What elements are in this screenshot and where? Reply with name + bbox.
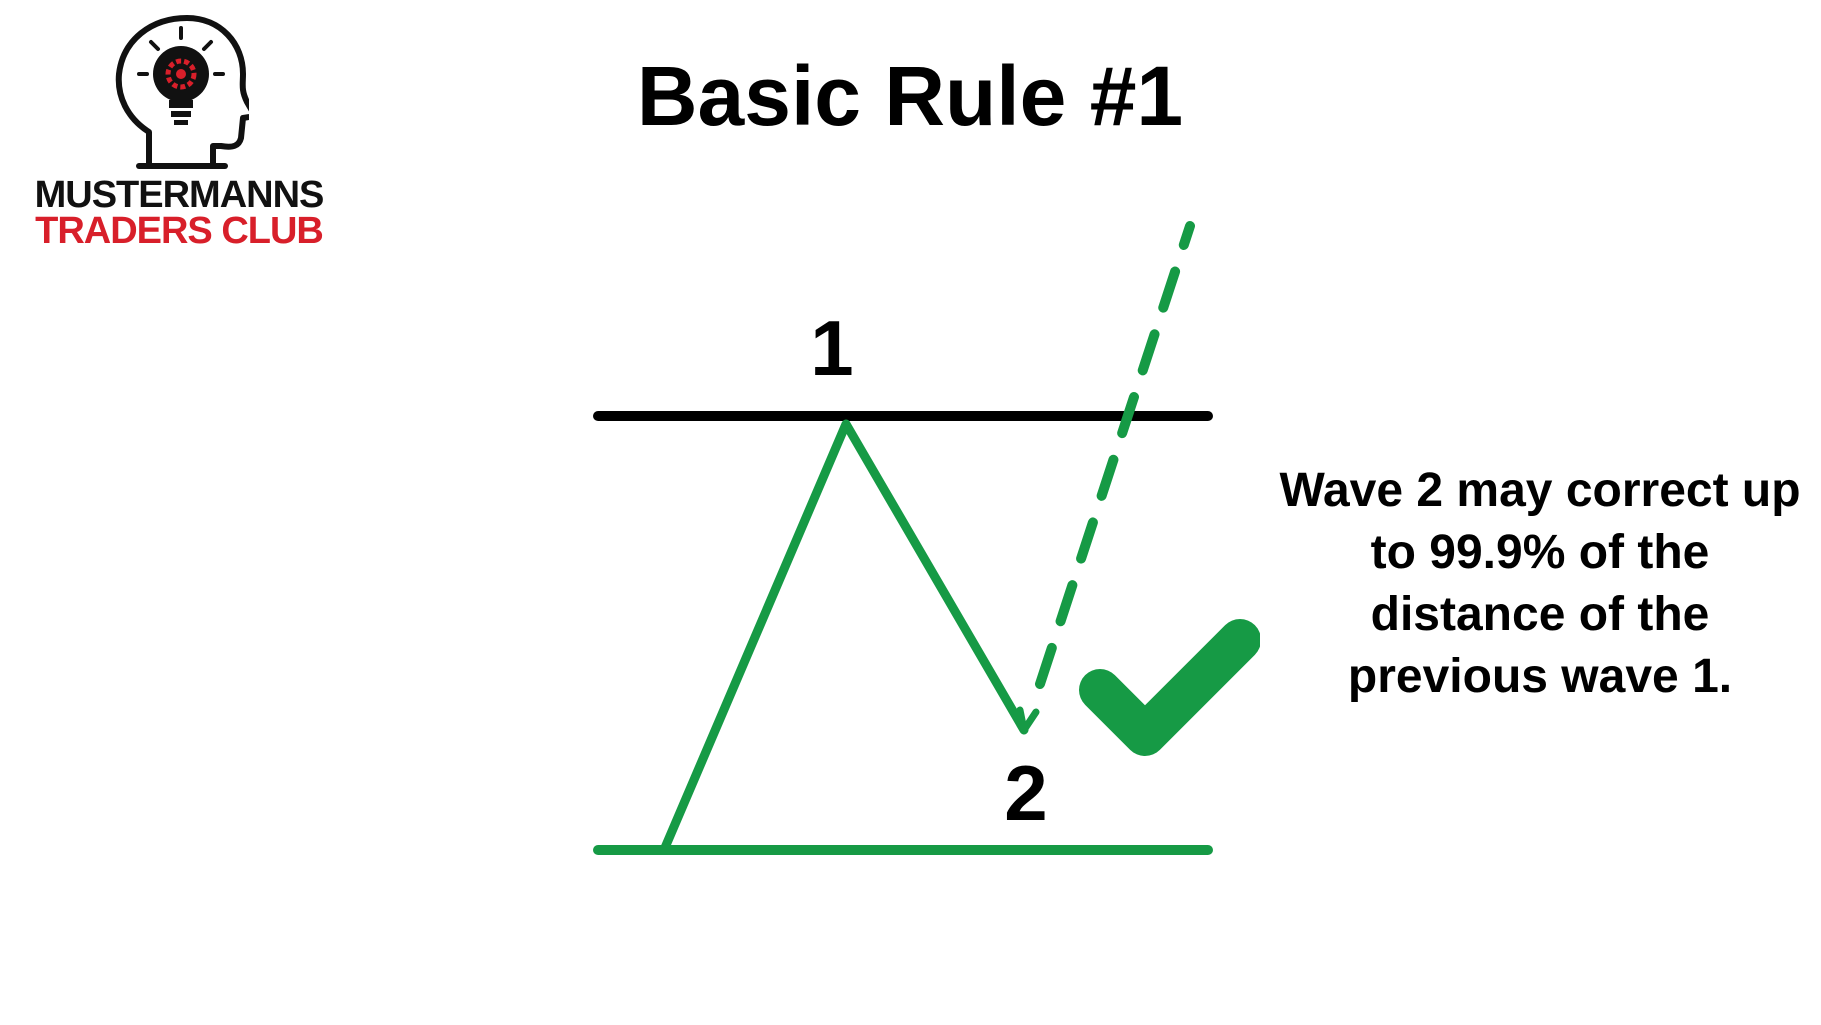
- head-lightbulb-icon: [115, 15, 249, 169]
- wave-2-label: 2: [1004, 749, 1047, 837]
- checkmark-icon: [1079, 619, 1260, 756]
- logo-line-1: MUSTERMANNS: [34, 174, 325, 216]
- logo: MUSTERMANNS TRADERS CLUB: [24, 14, 334, 254]
- wave-3-projection-dashed: [1035, 221, 1195, 689]
- rule-caption: Wave 2 may correct up to 99.9% of the di…: [1279, 464, 1801, 703]
- page-title: Basic Rule #1: [636, 49, 1184, 143]
- wave-2-turn-hook: [1016, 706, 1040, 734]
- logo-line-2: TRADERS CLUB: [35, 210, 324, 252]
- wave-diagram: 1 2: [593, 221, 1260, 855]
- wave-1-label: 1: [810, 304, 853, 392]
- wave-path: [659, 419, 1029, 855]
